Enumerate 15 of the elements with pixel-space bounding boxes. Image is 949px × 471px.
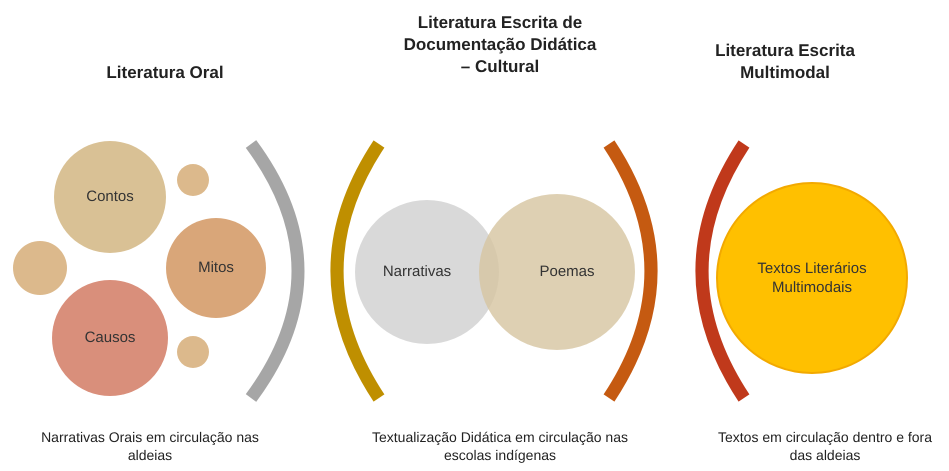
circle-label: Textos Literários Multimodais <box>756 258 868 298</box>
decorative-circle <box>177 336 209 368</box>
column-caption: Textos em circulação dentro e fora das aldeias <box>717 428 933 464</box>
column-heading: Literatura Escrita de Documentação Didática – Cultural <box>402 12 598 78</box>
circle-label: Poemas <box>539 262 595 282</box>
circle-label: Causos <box>84 328 136 348</box>
circle-label: Mitos <box>198 258 234 278</box>
column-heading: Literatura Escrita Multimodal <box>714 40 856 84</box>
column-heading: Literatura Oral <box>105 62 225 84</box>
decorative-circle <box>177 164 209 196</box>
circle-label: Contos <box>86 187 134 207</box>
decorative-circle <box>13 241 67 295</box>
column-caption: Narrativas Orais em circulação nas aldeias <box>40 428 260 464</box>
circle-label: Narrativas <box>382 262 452 282</box>
column-caption: Textualização Didática em circulação nas escolas indígenas <box>370 428 629 464</box>
